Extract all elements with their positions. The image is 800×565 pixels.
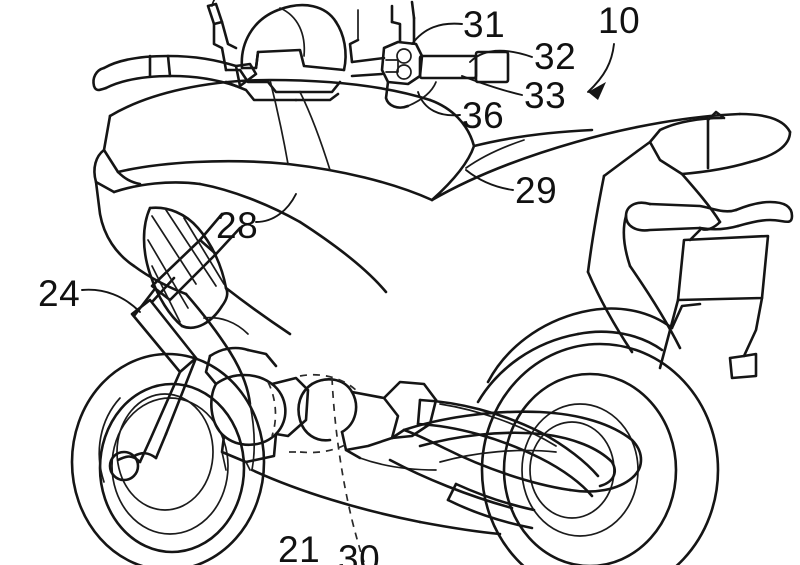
leader-28 xyxy=(255,193,297,223)
leader-36 xyxy=(417,91,461,117)
master-cylinder-assembly xyxy=(348,0,510,109)
handlebar xyxy=(92,54,258,92)
rear-fender xyxy=(586,174,682,354)
fuel-tank-cover xyxy=(102,78,476,202)
reference-numeral-30: 30 xyxy=(338,538,381,565)
cowl-stay xyxy=(224,68,342,102)
leader-lines xyxy=(81,22,615,313)
footpeg-bracket xyxy=(446,482,536,530)
leader-33 xyxy=(461,75,523,96)
leader-10 xyxy=(587,43,615,93)
lower-body-line xyxy=(249,403,502,536)
reference-numeral-31: 31 xyxy=(463,4,506,45)
instrument-cluster xyxy=(240,3,347,72)
leader-24 xyxy=(81,288,141,313)
reference-numeral-33: 33 xyxy=(524,75,567,116)
hidden-detail-lines xyxy=(286,373,365,563)
reference-numeral-29: 29 xyxy=(515,170,558,211)
tail-cowl xyxy=(602,110,752,224)
leader-29 xyxy=(465,169,514,191)
front-lower-detail xyxy=(208,346,278,471)
fairing-louver-vent xyxy=(142,206,229,329)
leader-31 xyxy=(411,22,463,45)
leader-32 xyxy=(469,49,533,63)
reference-numeral-24: 24 xyxy=(38,273,81,314)
reference-numeral-36: 36 xyxy=(462,95,505,136)
reference-numeral-28: 28 xyxy=(216,205,259,246)
reference-numeral-10: 10 xyxy=(598,0,641,41)
lower-cowl xyxy=(184,286,292,406)
swingarm xyxy=(416,398,600,498)
reference-numeral-21: 21 xyxy=(278,529,321,565)
grab-rail xyxy=(622,200,794,268)
leader-10-arrowhead xyxy=(588,82,606,100)
rear-hugger xyxy=(476,302,702,404)
mirror-stalk xyxy=(206,0,238,72)
license-plate-bracket xyxy=(658,228,770,380)
engine-unit xyxy=(297,378,438,471)
front-brake-disc xyxy=(98,393,214,511)
reference-numeral-32: 32 xyxy=(534,36,577,77)
exhaust-muffler xyxy=(388,410,643,510)
seat xyxy=(430,112,792,202)
